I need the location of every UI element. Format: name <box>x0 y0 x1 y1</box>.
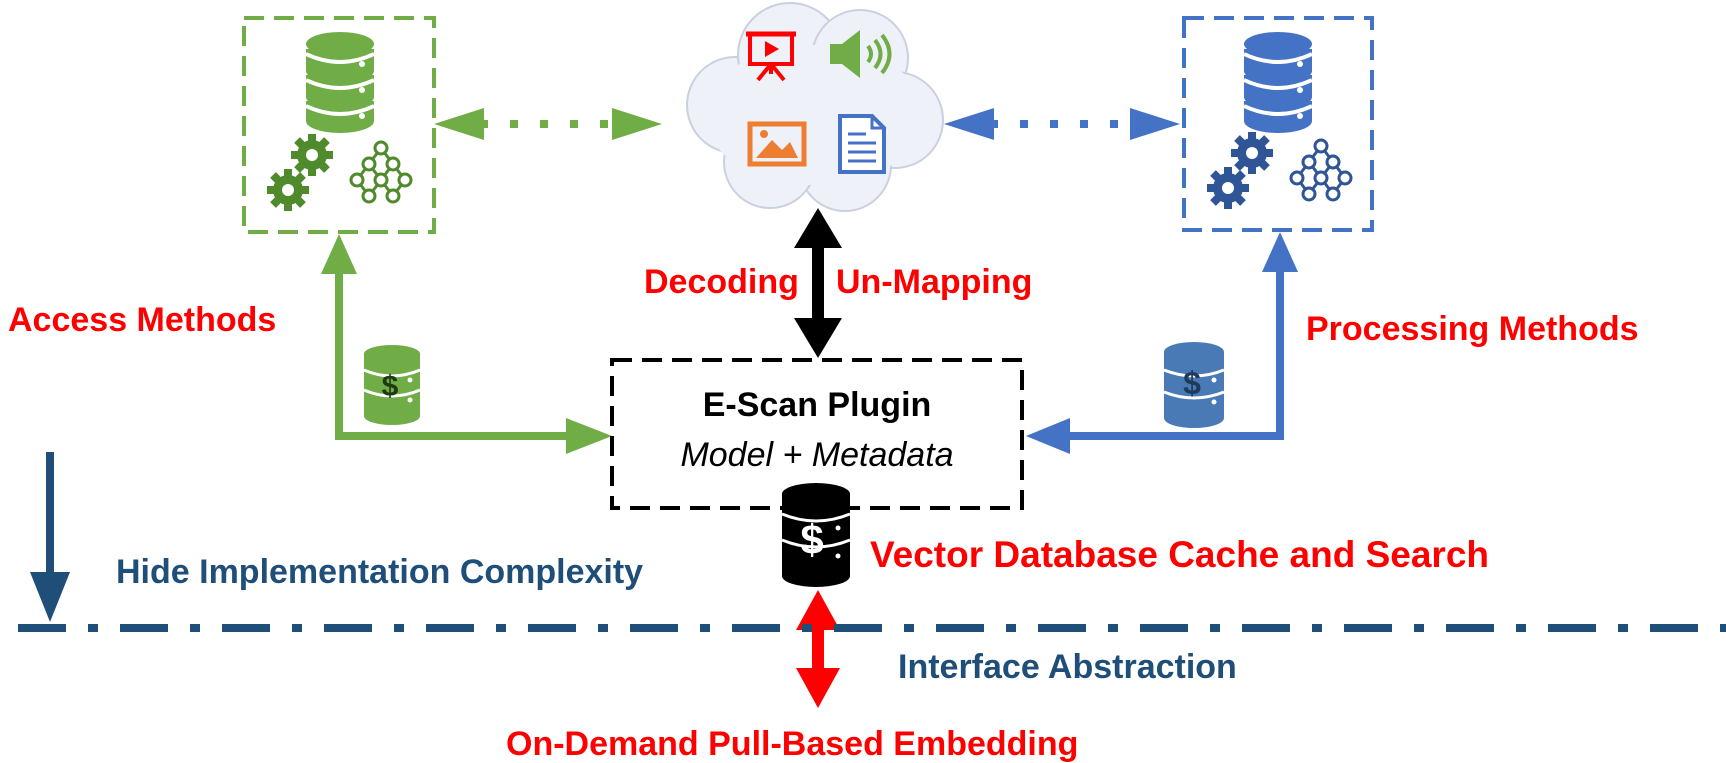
dollar-database-icon: $ <box>363 345 421 425</box>
speaker-icon <box>830 30 892 78</box>
document-icon <box>838 114 886 174</box>
network-icon <box>349 140 413 204</box>
database-icon <box>1243 32 1313 133</box>
processing-methods-arrow <box>1026 232 1298 454</box>
decoding-unmapping-arrow <box>794 208 842 358</box>
network-icon <box>1289 138 1353 202</box>
hide-complexity-label: Hide Implementation Complexity <box>116 553 644 591</box>
access-methods-box <box>242 16 436 234</box>
plugin-title: E-Scan Plugin <box>702 386 932 424</box>
cloud-processing-arrow <box>944 108 1180 140</box>
processing-methods-box <box>1182 16 1374 232</box>
presentation-icon <box>746 31 796 82</box>
access-methods-arrow <box>321 234 612 454</box>
svg-text:$: $ <box>382 370 399 403</box>
gears-icon <box>1207 132 1273 209</box>
processing-methods-label: Processing Methods <box>1306 310 1639 348</box>
on-demand-label: On-Demand Pull-Based Embedding <box>506 725 1079 763</box>
media-cloud <box>686 2 944 212</box>
interface-abstraction-label: Interface Abstraction <box>898 648 1237 686</box>
unmapping-label: Un-Mapping <box>836 263 1033 301</box>
image-icon <box>747 121 807 167</box>
plugin-box-border <box>610 358 1024 510</box>
cloud-access-arrow <box>434 108 662 140</box>
embedding-arrow <box>796 590 840 708</box>
plugin-subtitle: Model + Metadata <box>680 436 954 474</box>
escan-plugin-box: E-Scan Plugin Model + Metadata <box>610 358 1024 508</box>
database-icon <box>305 32 375 133</box>
dollar-database-icon: $ <box>1163 342 1225 428</box>
gears-icon <box>267 134 333 211</box>
decoding-label: Decoding <box>644 263 799 301</box>
vector-db-label: Vector Database Cache and Search <box>870 534 1490 575</box>
svg-text:$: $ <box>800 516 823 563</box>
access-methods-label: Access Methods <box>8 301 277 339</box>
svg-text:$: $ <box>1183 365 1201 401</box>
hide-complexity-arrow <box>30 452 70 622</box>
